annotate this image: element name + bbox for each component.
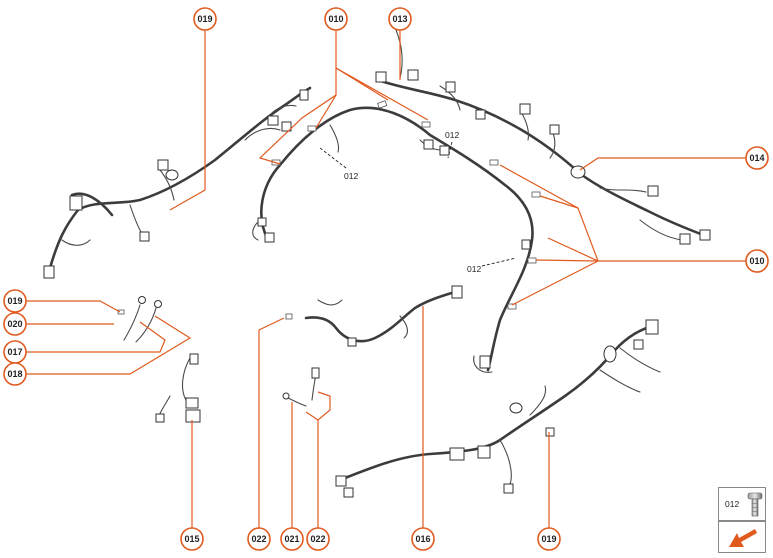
callout-label: 022 (310, 534, 325, 544)
callout-label: 017 (7, 347, 22, 357)
callout-label: 019 (197, 14, 212, 24)
callout-label: 019 (541, 534, 556, 544)
callout-020-left[interactable]: 020 (3, 312, 27, 336)
callout-022-bottom-b[interactable]: 022 (306, 527, 330, 551)
callout-label: 019 (7, 296, 22, 306)
callout-leaders (26, 30, 746, 528)
screw-label-012-a: 012 (344, 171, 358, 181)
callout-label: 010 (328, 14, 343, 24)
callout-label: 022 (251, 534, 266, 544)
callout-019-bottom[interactable]: 019 (537, 527, 561, 551)
callout-label: 021 (284, 534, 299, 544)
callout-019-left[interactable]: 019 (3, 289, 27, 313)
callout-021-bottom[interactable]: 021 (280, 527, 304, 551)
callout-label: 013 (392, 14, 407, 24)
screw-dashed-leaders (319, 141, 517, 267)
navigation-arrow-button[interactable] (718, 521, 766, 553)
callout-013-top[interactable]: 013 (388, 7, 412, 31)
callout-022-bottom-a[interactable]: 022 (247, 527, 271, 551)
arrow-down-left-icon (729, 529, 757, 547)
callout-014-right[interactable]: 014 (745, 146, 769, 170)
callout-017-left[interactable]: 017 (3, 340, 27, 364)
callout-010-right[interactable]: 010 (745, 249, 769, 273)
main-harness-drawing (43, 29, 711, 498)
screw-label-012-c: 012 (467, 264, 481, 274)
callout-label: 015 (184, 534, 199, 544)
callout-019-top[interactable]: 019 (193, 7, 217, 31)
callout-label: 018 (7, 369, 22, 379)
callout-018-left[interactable]: 018 (3, 362, 27, 386)
callout-label: 016 (415, 534, 430, 544)
legend-box: 012 (718, 487, 766, 521)
callout-label: 020 (7, 319, 22, 329)
callout-016-bottom[interactable]: 016 (411, 527, 435, 551)
callout-label: 010 (749, 256, 764, 266)
callout-label: 014 (749, 153, 764, 163)
legend-label: 012 (725, 499, 740, 509)
screw-label-012-b: 012 (445, 130, 459, 140)
callout-010-top[interactable]: 010 (324, 7, 348, 31)
callout-015-bottom[interactable]: 015 (180, 527, 204, 551)
screw-icon (747, 492, 763, 517)
